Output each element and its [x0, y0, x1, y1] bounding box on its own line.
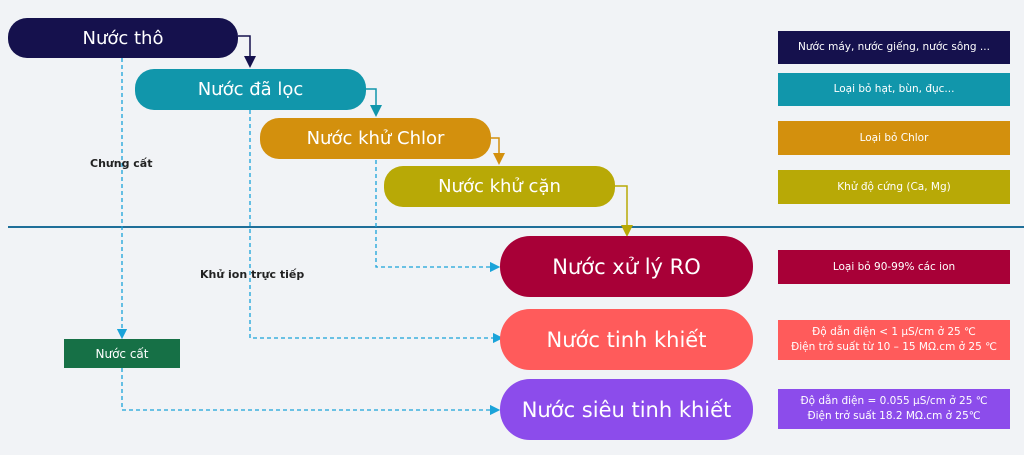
stage-ultrapure-water: Nước siêu tinh khiết: [500, 379, 753, 440]
dashed-deionization-path: [249, 110, 504, 344]
stage-dechlorinated-water: Nước khử Chlor: [260, 118, 491, 159]
desc-pure-line1: Độ dẫn điện < 1 µS/cm ở 25 ℃: [812, 326, 976, 338]
arrow-softened-to-ro: [615, 185, 633, 237]
desc-raw-water: Nước máy, nước giếng, nước sông ...: [778, 31, 1010, 64]
desc-pure-line2: Điện trở suất từ 10 – 15 MΩ.cm ở 25 ℃: [791, 341, 997, 353]
stage-filtered-water: Nước đã lọc: [135, 69, 366, 110]
dashed-distilled-to-ultrapure: [121, 368, 501, 416]
desc-softened-water: Khử độ cứng (Ca, Mg): [778, 170, 1010, 204]
stage-pure-water: Nước tinh khiết: [500, 309, 753, 370]
arrow-raw-to-filtered: [238, 35, 256, 68]
dashed-dechlor-to-ro: [375, 160, 501, 273]
distillation-label: Chưng cất: [90, 157, 153, 170]
arrow-filtered-to-dechlor: [366, 88, 382, 117]
desc-dechlorinated-water: Loại bỏ Chlor: [778, 121, 1010, 155]
stage-ro-water: Nước xử lý RO: [500, 236, 753, 297]
desc-filtered-water: Loại bỏ hạt, bùn, đục...: [778, 73, 1010, 106]
direct-deionization-label: Khử ion trực tiếp: [200, 268, 305, 281]
stage-distilled-water: Nước cất: [64, 339, 180, 368]
desc-ultrapure-water: Độ dẫn điện = 0.055 µS/cm ở 25 ℃ Điện tr…: [778, 389, 1010, 429]
desc-pure-water: Độ dẫn điện < 1 µS/cm ở 25 ℃ Điện trở su…: [778, 320, 1010, 360]
desc-ro-water: Loại bỏ 90-99% các ion: [778, 250, 1010, 284]
arrow-dechlor-to-softened: [491, 137, 505, 165]
stage-raw-water: Nước thô: [8, 18, 238, 58]
desc-ultrapure-line1: Độ dẫn điện = 0.055 µS/cm ở 25 ℃: [800, 395, 988, 407]
stage-softened-water: Nước khử cặn: [384, 166, 615, 207]
desc-ultrapure-line2: Điện trở suất 18.2 MΩ.cm ở 25℃: [807, 410, 981, 422]
